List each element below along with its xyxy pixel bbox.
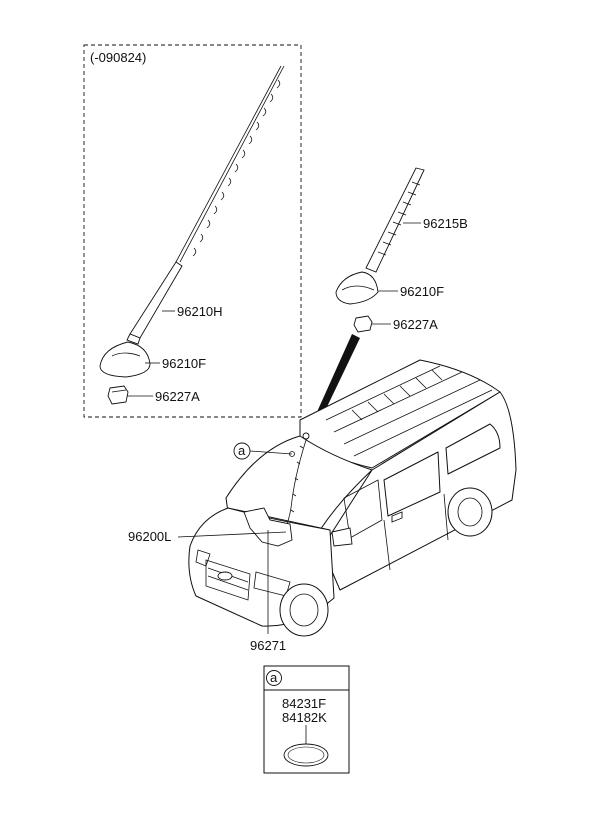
new-mounting-nut: [353, 315, 373, 333]
label-base-old: 96210F: [162, 356, 206, 371]
old-antenna-rod: [126, 65, 285, 345]
label-cable: 96200L: [128, 529, 171, 544]
detail-a-marker: a: [270, 670, 278, 685]
variant-note: (-090824): [90, 50, 146, 65]
label-nut-new: 96227A: [393, 317, 438, 332]
label-nut-old: 96227A: [155, 389, 200, 404]
label-antenna-rod-new: 96215B: [423, 216, 468, 231]
label-base-new: 96210F: [400, 284, 444, 299]
antenna-cable: [243, 432, 310, 547]
label-clip: 96271: [250, 638, 286, 653]
old-antenna-base: [99, 341, 151, 378]
old-mounting-nut: [107, 385, 129, 405]
detail-a-box: a 84231F 84182K: [263, 665, 350, 774]
new-antenna-base: [335, 271, 379, 305]
detail-a-part-2: 84182K: [282, 710, 327, 725]
van-illustration: [188, 359, 517, 637]
new-antenna-rod: [365, 167, 425, 273]
callout-a: a: [233, 442, 293, 460]
plug-part-shape: [283, 743, 329, 767]
label-antenna-rod-old: 96210H: [177, 304, 223, 319]
variant-inset-box: (-090824): [83, 44, 302, 418]
callout-a-marker: a: [238, 443, 246, 458]
detail-a-part-1: 84231F: [282, 696, 326, 711]
